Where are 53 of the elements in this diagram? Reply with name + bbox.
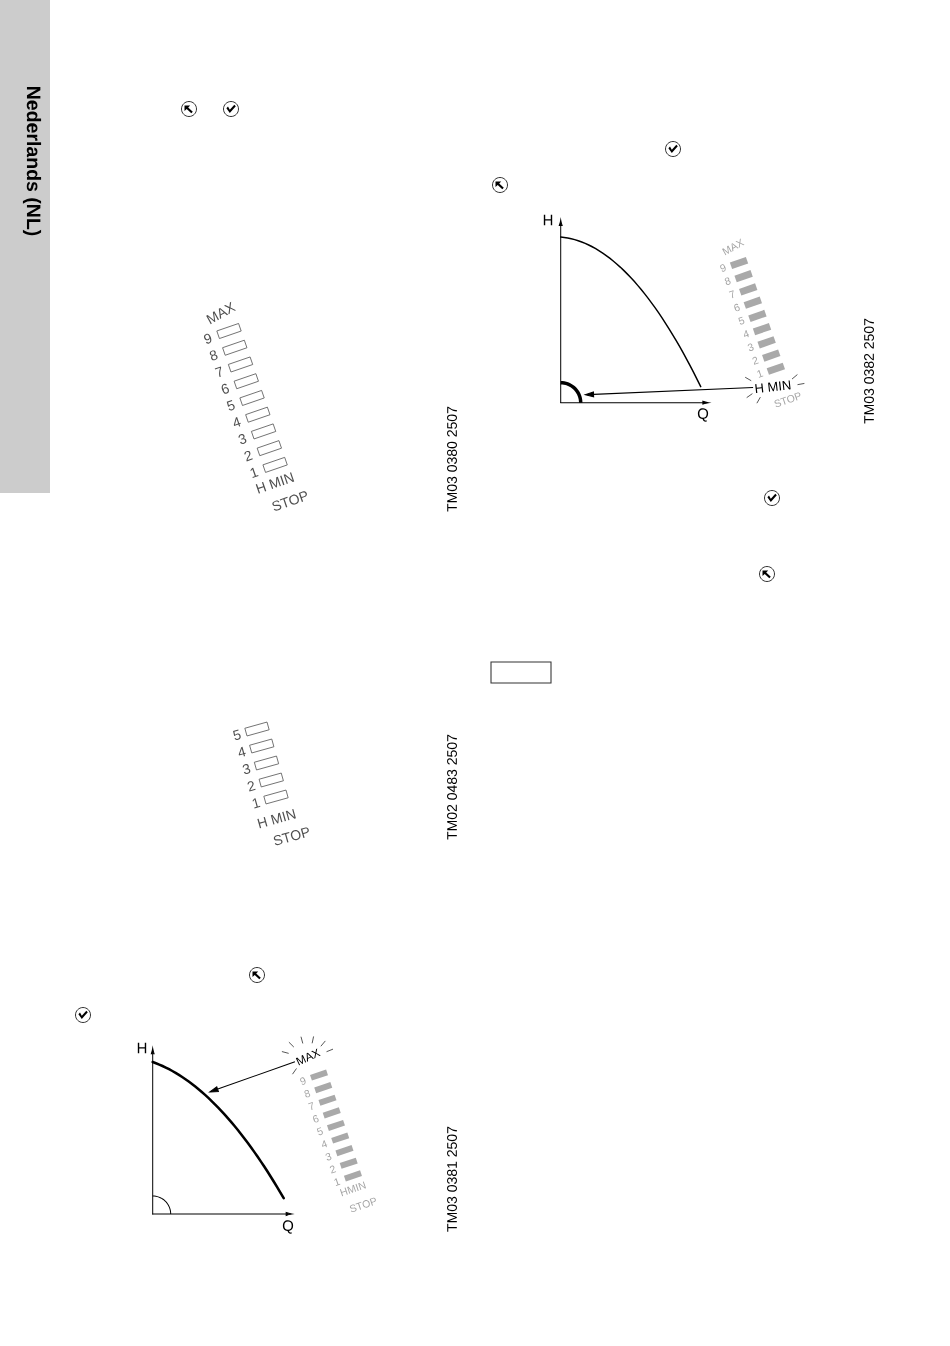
led-label: 4 (322, 1140, 328, 1148)
figure-number: TM02 0483 2507 (447, 734, 457, 840)
led-label: 3 (242, 764, 251, 774)
led-label: 8 (209, 350, 218, 361)
led-label: 8 (304, 1089, 311, 1098)
led-label: 1 (757, 370, 764, 378)
led-label: STOP (349, 1197, 376, 1213)
led-label: 8 (724, 277, 731, 285)
led-label: 1 (334, 1178, 341, 1186)
angle-arc (560, 380, 583, 403)
language-tab: Nederlands (NL) (0, 0, 50, 493)
led-label: H MIN (755, 380, 791, 394)
led-label: 2 (247, 781, 256, 792)
led-label: 7 (728, 290, 734, 299)
led-label: 6 (734, 303, 740, 312)
led-label: 7 (214, 366, 222, 378)
led-label: 2 (752, 356, 759, 365)
figure-number: TM03 0380 2507 (447, 406, 457, 512)
axis-label: Q (282, 1220, 294, 1234)
led-label: 2 (244, 450, 253, 462)
led-label: 4 (743, 330, 750, 338)
led-label: 3 (325, 1152, 332, 1161)
led-label: H MIN (257, 809, 296, 829)
led-label: STOP (273, 827, 309, 846)
led-label: 4 (233, 417, 241, 427)
pump-curve (151, 1060, 285, 1200)
led-label: 3 (238, 434, 247, 444)
led-label: 6 (221, 383, 229, 394)
led-label: MAX (722, 238, 745, 256)
led-label: 5 (226, 400, 235, 411)
led-label: 9 (203, 333, 212, 344)
led-label: HMIN (339, 1181, 367, 1197)
led-label: 1 (250, 467, 259, 478)
led-label: MAX (295, 1048, 321, 1066)
led-label: 7 (308, 1102, 313, 1110)
led-label: 1 (252, 798, 261, 809)
led-label: 2 (329, 1165, 337, 1174)
led-label: 6 (313, 1115, 319, 1123)
led-label: STOP (774, 392, 801, 408)
figure-number: TM03 0381 2507 (447, 1126, 457, 1232)
led-label: 3 (747, 343, 754, 351)
led-label: STOP (272, 491, 307, 511)
led-label: 9 (720, 264, 726, 272)
led-label: 5 (233, 729, 241, 740)
led-label: MAX (206, 301, 237, 325)
led-label: 9 (300, 1077, 306, 1085)
led-label: 5 (316, 1127, 323, 1136)
figure-number: TM03 0382 2507 (864, 318, 874, 424)
axis-label: H (543, 214, 553, 226)
axis-label: Q (697, 408, 709, 422)
led-label: 4 (238, 746, 246, 757)
led-label: 5 (738, 316, 745, 325)
axis-label: H (137, 1042, 147, 1054)
